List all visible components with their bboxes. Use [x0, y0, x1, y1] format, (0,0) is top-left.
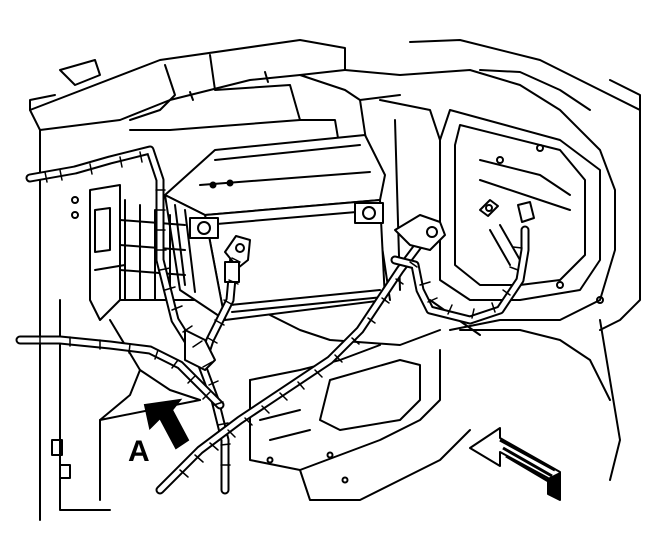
cable-spiral-wrap — [39, 151, 523, 478]
inner-fender-structure — [344, 39, 641, 481]
positive-battery-cable — [15, 201, 535, 495]
battery-tray-grid — [119, 199, 186, 301]
battery — [164, 134, 386, 321]
upper-body-structure — [29, 39, 401, 161]
view-callout-label: A — [128, 435, 150, 468]
ground-strap — [479, 199, 499, 217]
vehicle-front-arrow-icon — [469, 427, 561, 501]
view-direction-arrow-icon — [143, 398, 190, 450]
